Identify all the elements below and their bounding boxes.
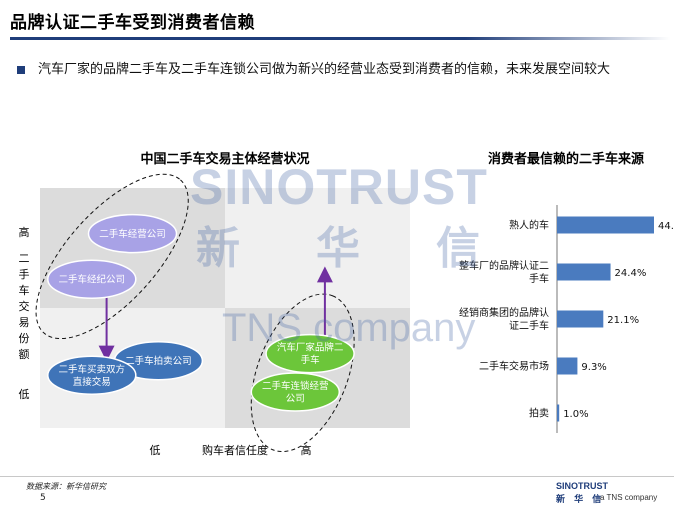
bubble-shape xyxy=(265,333,355,374)
bar-category-1: 整车厂的品牌认证二手车 xyxy=(459,259,549,285)
bar-category-3: 二手车交易市场 xyxy=(479,360,549,373)
bar-chart: 消费者最信赖的二手车来源 熟人的车整车厂的品牌认证二手车经销商集团的品牌认证二手… xyxy=(459,151,674,433)
title-underline xyxy=(10,37,465,40)
bar-chart-title: 消费者最信赖的二手车来源 xyxy=(488,151,644,167)
bubble-4: 汽车厂家品牌二手车 xyxy=(265,333,355,374)
bubble-3: 二手车买卖双方直接交易 xyxy=(47,355,137,395)
quadrant-axis-labels: 高低二手车交易份额低购车者信任度高 xyxy=(19,225,312,457)
bubble-label: 二手车拍卖公司 xyxy=(125,355,192,367)
bullet-text: 汽车厂家的品牌二手车及二手车连锁公司做为新兴的经营业态受到消费者的信赖，未来发展… xyxy=(38,62,611,77)
bubble-shape xyxy=(87,213,178,254)
bubble-label: 二手车买卖双方直接交易 xyxy=(59,363,126,388)
quadrant-top-right xyxy=(225,188,410,308)
bubble-0: 二手车经营公司 xyxy=(87,213,178,254)
bar-value-3: 9.3% xyxy=(581,362,606,373)
group-ellipse-top-left xyxy=(35,173,189,340)
logo-tns: a TNS company xyxy=(600,493,658,502)
page-title: 品牌认证二手车受到消费者信赖 xyxy=(10,13,255,33)
logo-cn: 新 华 信 xyxy=(556,495,605,505)
x-axis-low-label: 低 xyxy=(150,444,161,457)
y-axis-label: 二手车交易份额 xyxy=(19,252,30,361)
group-ellipse-bottom-right xyxy=(250,293,355,453)
x-axis-high-label: 高 xyxy=(301,443,312,457)
bubble-label: 二手车经营公司 xyxy=(99,228,166,240)
footer-rule xyxy=(0,476,674,477)
logo-sinotrust: SINOTRUST xyxy=(556,481,609,491)
bubble-label: 汽车厂家品牌二手车 xyxy=(277,342,344,367)
bullet-square-icon xyxy=(17,66,25,74)
bar-2 xyxy=(557,310,604,328)
bubble-label: 二手车连锁经营公司 xyxy=(262,380,329,405)
bar-4 xyxy=(557,404,560,422)
bar-3 xyxy=(557,357,578,375)
y-axis-low-label: 低 xyxy=(19,388,30,401)
quadrant-chart: 中国二手车交易主体经营状况 高低二手车交易份额低购车者信任度高 二手车经营公司二… xyxy=(19,151,410,457)
bar-value-2: 21.1% xyxy=(607,315,639,326)
bar-0 xyxy=(557,216,654,234)
bubble-5: 二手车连锁经营公司 xyxy=(250,372,341,412)
bubble-shape xyxy=(250,372,341,412)
bar-marks xyxy=(556,205,654,433)
page-number: 5 xyxy=(40,493,46,503)
bubble-shape xyxy=(47,259,137,299)
bubble-label: 二手车经纪公司 xyxy=(59,274,126,286)
quadrant-arrows xyxy=(98,266,333,362)
x-axis-label: 购车者信任度 xyxy=(202,443,268,457)
bubble-shape xyxy=(47,355,137,395)
y-axis-high-label: 高 xyxy=(19,225,30,239)
title-underline-fade xyxy=(465,37,670,40)
bar-value-1: 24.4% xyxy=(615,268,647,279)
quadrant-group-ellipses xyxy=(35,173,355,453)
bar-value-labels: 44.2% 24.4% 21.1% 9.3% 1.0% xyxy=(563,221,674,420)
bar-1 xyxy=(557,263,611,281)
bar-category-2: 经销商集团的品牌认证二手车 xyxy=(459,306,549,332)
bar-value-4: 1.0% xyxy=(563,409,588,420)
data-source: 数据来源：新华信研究 xyxy=(26,482,106,491)
bubble-1: 二手车经纪公司 xyxy=(47,259,137,299)
bar-category-4: 拍卖 xyxy=(529,407,549,420)
quadrant-chart-title: 中国二手车交易主体经营状况 xyxy=(140,151,309,167)
bar-category-0: 熟人的车 xyxy=(509,219,549,232)
bar-value-0: 44.2% xyxy=(658,221,674,232)
